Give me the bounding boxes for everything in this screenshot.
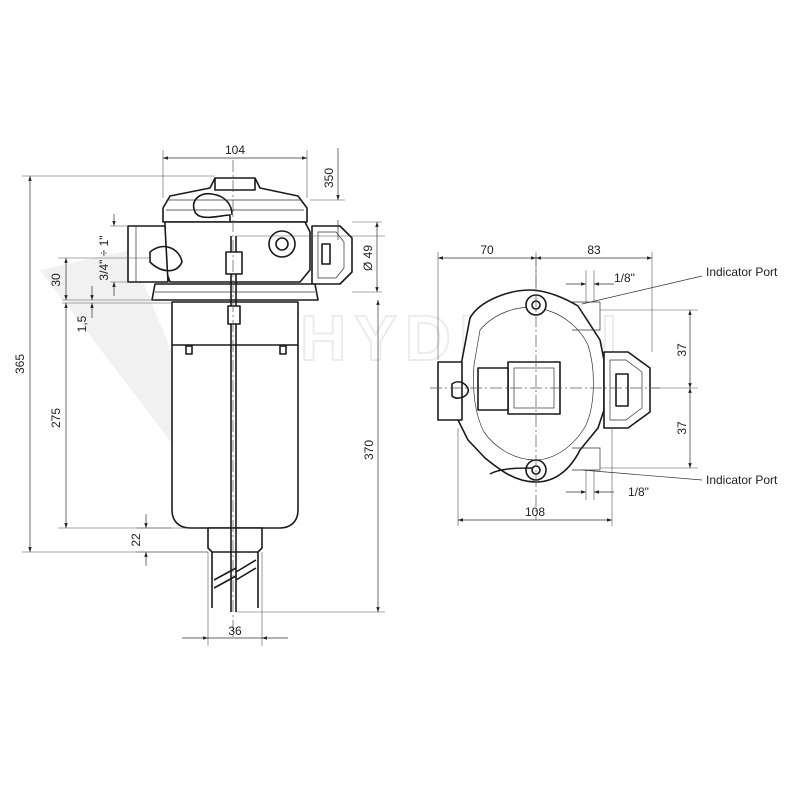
callout-indicator-port-bottom: Indicator Port: [706, 473, 778, 487]
dim-outlet-stub: 22: [129, 533, 143, 547]
dim-top-offset: 350: [322, 168, 336, 188]
dim-top-port-thread: 1/8": [614, 271, 635, 285]
dim-flange-to-port: 30: [49, 273, 63, 287]
dim-left-to-center: 70: [480, 243, 494, 257]
dim-center-to-right: 83: [587, 243, 601, 257]
side-view: 104 350 Ø 49 3/4" ÷ 1" 30 1,5 365 275: [13, 143, 385, 646]
callout-indicator-port-top: Indicator Port: [706, 265, 778, 279]
dim-base-width: 108: [525, 505, 545, 519]
top-view: 70 83 1/8" 37 37 1/8" 108 Indicator Port…: [430, 243, 778, 526]
dim-overall-height: 365: [13, 354, 27, 374]
dim-overall-width: 104: [225, 143, 245, 157]
dim-flange-thickness: 1,5: [75, 315, 89, 332]
dim-dipstick-length: 370: [362, 440, 376, 460]
dim-indicator-diameter: Ø 49: [361, 245, 375, 271]
dim-outlet-diameter: 36: [228, 624, 242, 638]
dim-bottom-port-thread: 1/8": [628, 485, 649, 499]
dim-bowl-length: 275: [49, 408, 63, 428]
dim-lower-half: 37: [675, 421, 689, 435]
dim-upper-half: 37: [675, 343, 689, 357]
